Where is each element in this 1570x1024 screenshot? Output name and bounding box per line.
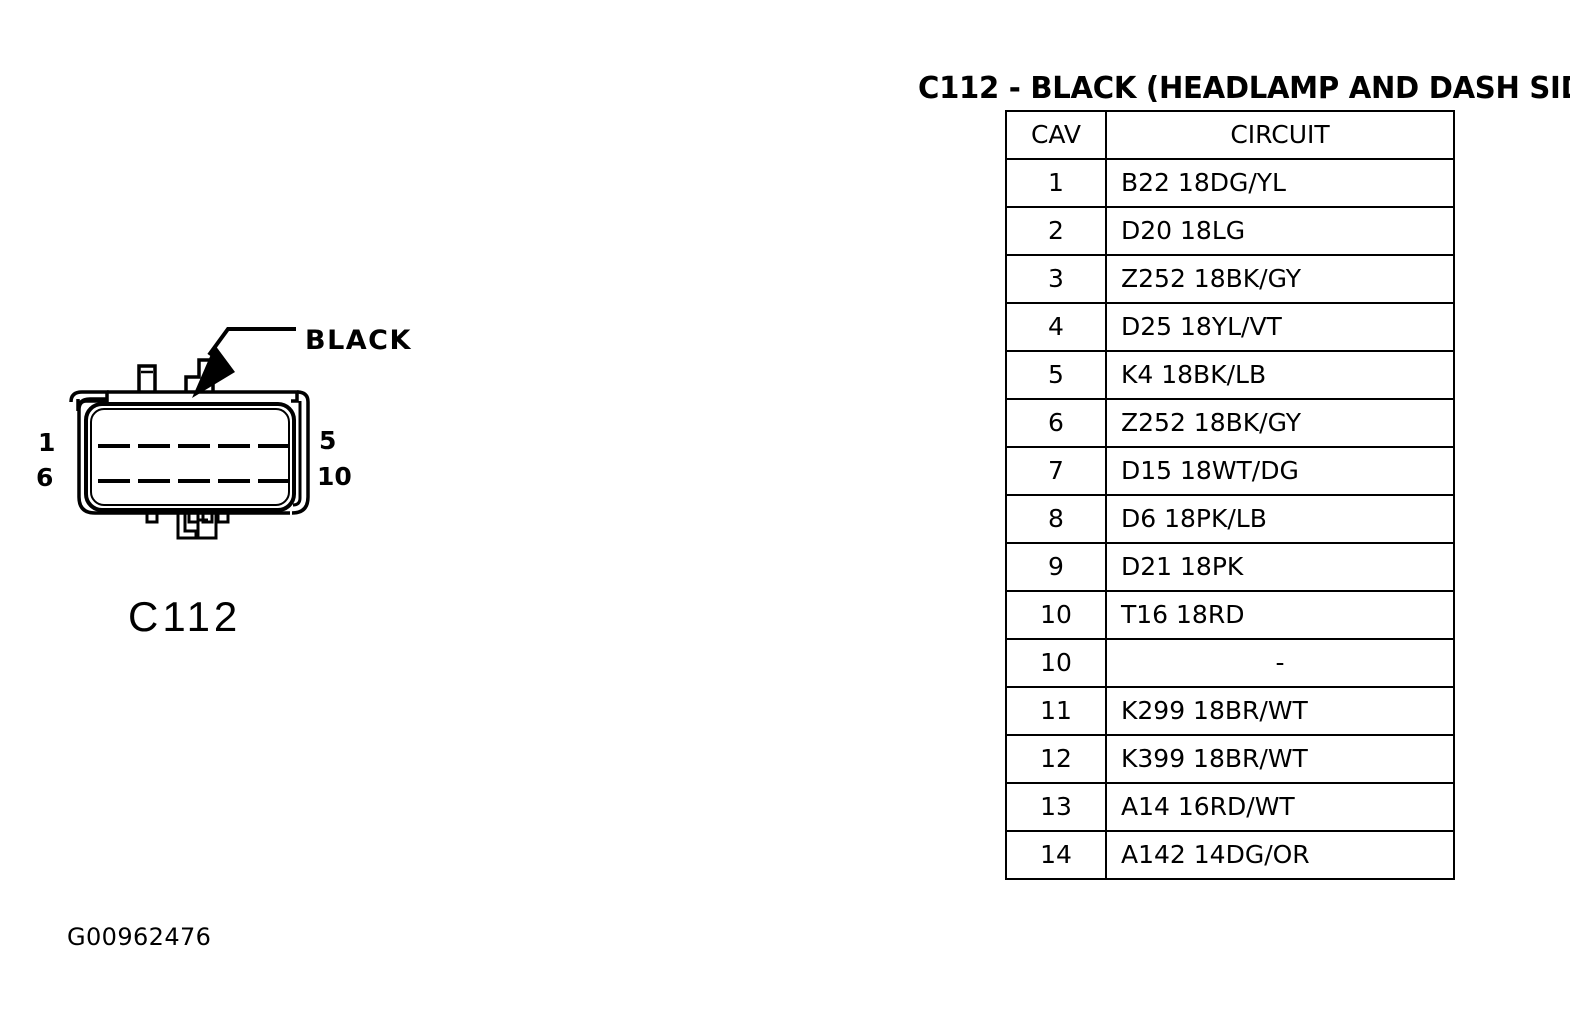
cell-cav: 10	[1005, 638, 1107, 688]
cell-circuit: A14 16RD/WT	[1105, 782, 1455, 832]
pin-label-top-right: 5	[319, 426, 337, 455]
cell-circuit: D21 18PK	[1105, 542, 1455, 592]
table-row: 10-	[1005, 638, 1455, 688]
cell-circuit: K399 18BR/WT	[1105, 734, 1455, 784]
cell-cav: 3	[1005, 254, 1107, 304]
cell-cav: 13	[1005, 782, 1107, 832]
cell-cav: 14	[1005, 830, 1107, 880]
cell-cav: 8	[1005, 494, 1107, 544]
cell-circuit: D20 18LG	[1105, 206, 1455, 256]
connector-name-label: C112	[128, 593, 242, 640]
cell-cav: 1	[1005, 158, 1107, 208]
pin-label-bottom-left: 6	[36, 463, 54, 492]
figure-id-label: G00962476	[67, 923, 212, 951]
cell-cav: 10	[1005, 590, 1107, 640]
cell-cav: 4	[1005, 302, 1107, 352]
table-header-row: CAV CIRCUIT	[1005, 110, 1455, 160]
cell-circuit: D6 18PK/LB	[1105, 494, 1455, 544]
cell-cav: 2	[1005, 206, 1107, 256]
pin-label-top-left: 1	[38, 428, 56, 457]
cell-cav: 6	[1005, 398, 1107, 448]
cell-cav: 5	[1005, 350, 1107, 400]
bottom-latch-tabs	[145, 511, 230, 540]
connector-drawing	[69, 327, 310, 540]
keying-tabs	[137, 358, 215, 392]
black-leader-line	[207, 327, 296, 357]
color-callout-label: BLACK	[305, 325, 412, 356]
cell-circuit: Z252 18BK/GY	[1105, 254, 1455, 304]
cell-circuit: D25 18YL/VT	[1105, 302, 1455, 352]
cell-cav: 9	[1005, 542, 1107, 592]
cell-circuit: Z252 18BK/GY	[1105, 398, 1455, 448]
cell-cav: 11	[1005, 686, 1107, 736]
cell-cav: 7	[1005, 446, 1107, 496]
cell-cav: 12	[1005, 734, 1107, 784]
cell-circuit: -	[1105, 638, 1455, 688]
cell-circuit: D15 18WT/DG	[1105, 446, 1455, 496]
page-title: C112 - BLACK (HEADLAMP AND DASH SIDE)	[918, 71, 1570, 106]
cell-circuit: T16 18RD	[1105, 590, 1455, 640]
cell-circuit: A142 14DG/OR	[1105, 830, 1455, 880]
cell-circuit: B22 18DG/YL	[1105, 158, 1455, 208]
connector-figure: BLACK 1 6 5 10 C112	[0, 0, 520, 700]
column-header-cav: CAV	[1005, 110, 1107, 160]
pin-label-bottom-right: 10	[317, 462, 352, 491]
cell-circuit: K299 18BR/WT	[1105, 686, 1455, 736]
column-header-circuit: CIRCUIT	[1105, 110, 1455, 160]
cell-circuit: K4 18BK/LB	[1105, 350, 1455, 400]
connector-body	[84, 402, 296, 512]
connector-outer-shell	[69, 390, 310, 515]
